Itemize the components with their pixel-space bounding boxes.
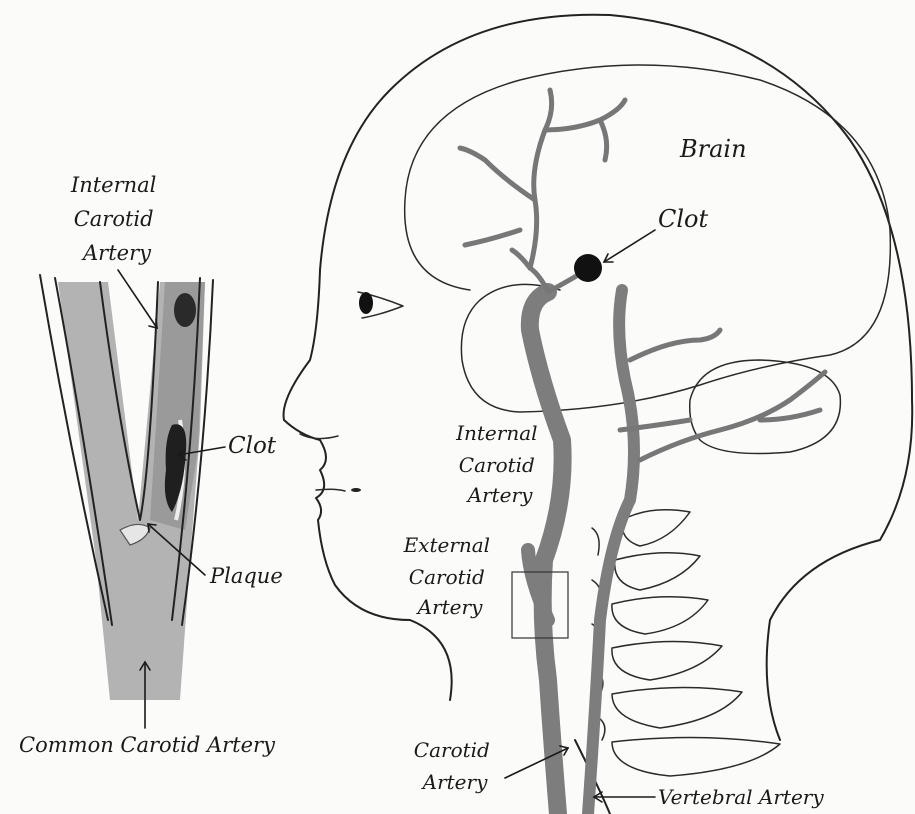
arrow-internal-carotid [118, 270, 157, 328]
mouth-line [316, 489, 345, 491]
branch-f [512, 250, 530, 268]
label-vertebral-artery: Vertebral Artery [658, 785, 824, 809]
branch-e [465, 230, 520, 245]
vertebra-1 [622, 510, 690, 546]
mouth-dot [351, 488, 361, 492]
brain-outline [405, 65, 891, 412]
branch-d [460, 148, 535, 200]
vertebra-9 [612, 687, 742, 728]
label-carotid-artery: Carotid Artery [414, 738, 496, 794]
label-clot-brain: Clot [658, 205, 708, 233]
label-brain: Brain [679, 135, 747, 163]
vertebra-11 [612, 737, 780, 776]
branch-b [530, 90, 552, 268]
label-external-carotid: External Carotid Artery [403, 533, 497, 619]
branch-c [545, 100, 625, 130]
clot-brain [574, 254, 602, 282]
cerebellum [690, 360, 841, 454]
label-internal-carotid-head: Internal Carotid Artery [455, 421, 544, 507]
label-clot-detail: Clot [228, 433, 277, 459]
label-common-carotid: Common Carotid Artery [19, 733, 276, 757]
label-plaque: Plaque [209, 564, 283, 588]
cerebral-branches [460, 90, 825, 460]
vertebral-artery-vessel [588, 290, 634, 814]
bifurcation-detail: Internal Carotid Artery Clot Plaque Comm… [19, 173, 283, 757]
vertebra-7 [612, 641, 722, 680]
cervical-spine [592, 510, 780, 776]
branch-i [630, 330, 720, 360]
vertebra-5 [612, 597, 708, 634]
vertebra-2 [592, 528, 599, 555]
arrow-clot-brain [604, 230, 655, 262]
vertebra-3 [615, 553, 700, 590]
eye-pupil [359, 292, 373, 314]
clot-upper [174, 293, 196, 327]
label-internal-carotid-detail: Internal Carotid Artery [70, 173, 163, 265]
branch-g [600, 120, 607, 160]
head-profile: Brain Clot Internal Carotid Artery Exter… [284, 15, 913, 814]
